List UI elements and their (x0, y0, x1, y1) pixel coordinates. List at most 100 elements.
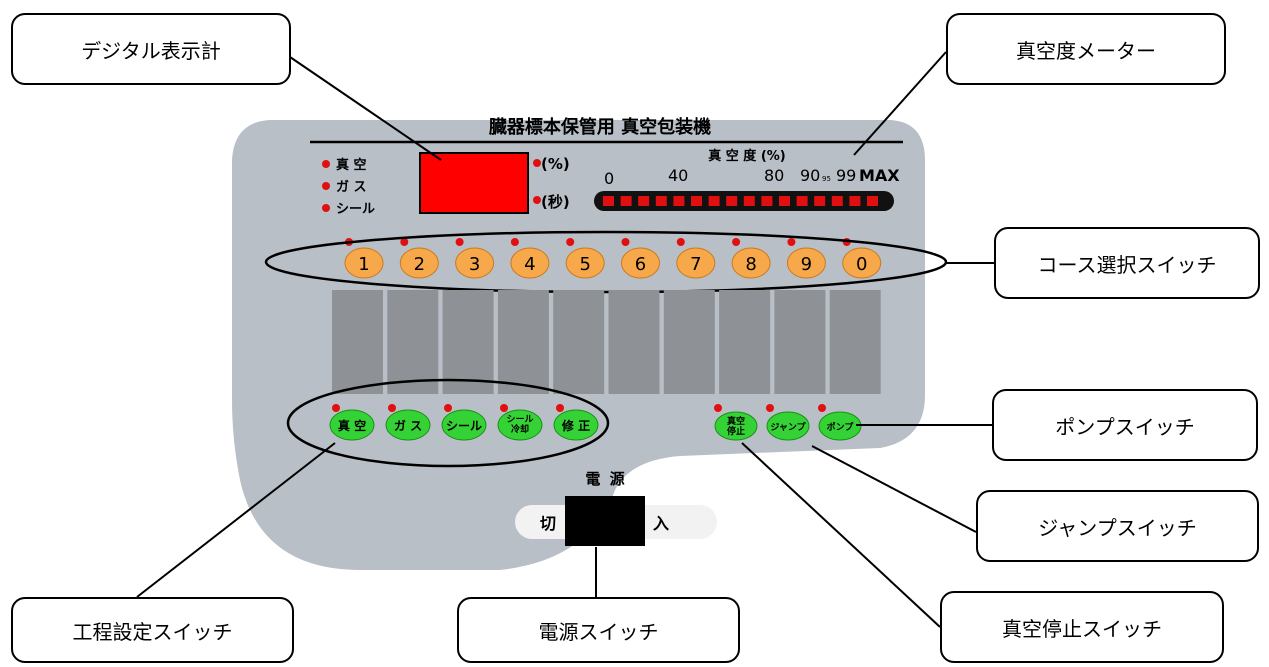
label-slot (829, 290, 881, 394)
course-button-4[interactable] (510, 247, 550, 279)
led (566, 238, 575, 246)
process-button-5[interactable] (553, 409, 599, 441)
led (510, 238, 519, 246)
led (322, 204, 330, 212)
led (533, 196, 541, 204)
course-button-6[interactable] (621, 247, 660, 279)
power-switch[interactable] (565, 496, 645, 546)
course-button-0[interactable] (842, 247, 882, 279)
label-slot (774, 290, 826, 394)
scale-tick-small: 95 (822, 175, 831, 183)
course-button-label: 6 (635, 254, 646, 275)
label-slot (663, 290, 715, 394)
course-button-8[interactable] (731, 247, 771, 279)
callout-digital-display: デジタル表示計 (11, 13, 291, 85)
led (533, 159, 541, 167)
course-button-3[interactable] (455, 247, 495, 279)
meter-segment (673, 196, 685, 206)
course-button-2[interactable] (399, 247, 439, 279)
label-slot (387, 290, 439, 394)
callout-process-switch: 工程設定スイッチ (11, 597, 294, 663)
process-button-label: 真 空 (338, 418, 366, 433)
process-button-3[interactable] (441, 409, 487, 441)
led (732, 238, 741, 246)
process-button-label: ガ ス (394, 418, 422, 433)
course-button-label: 5 (579, 254, 590, 275)
led (388, 404, 396, 412)
course-button-5[interactable] (565, 247, 605, 279)
power-title: 電 源 (585, 470, 626, 488)
right-button-1[interactable] (714, 411, 758, 441)
power-on-label: 入 (653, 514, 669, 533)
leader-line (741, 442, 941, 628)
mode-label-seal: シール (336, 202, 375, 217)
panel-title: 臓器標本保管用 真空包装機 (489, 116, 711, 138)
meter-segment (708, 196, 720, 206)
scale-tick: 0 (604, 169, 614, 188)
meter-segment (796, 196, 808, 206)
leader-line (853, 51, 947, 156)
power-off-label: 切 (540, 514, 556, 533)
process-button-4[interactable] (497, 409, 543, 441)
course-button-label: 8 (745, 254, 756, 275)
led (322, 182, 330, 190)
course-button-label: 1 (358, 254, 369, 275)
right-button-label: 停止 (727, 425, 745, 437)
digital-display (419, 152, 529, 214)
meter-segment (691, 196, 702, 206)
mode-indicators: 真 空 ガ ス シール (322, 157, 375, 217)
leader-line (289, 56, 442, 161)
mode-label-gas: ガ ス (336, 180, 367, 195)
meter-segment (655, 196, 667, 206)
process-button-1[interactable] (329, 409, 375, 441)
led (455, 238, 464, 246)
label-slots (332, 290, 881, 394)
course-button-label: 2 (414, 254, 425, 275)
led (676, 238, 685, 246)
callout-pump-switch: ポンプスイッチ (992, 389, 1258, 461)
callout-jump-switch: ジャンプスイッチ (976, 490, 1259, 562)
callout-vacuum-meter: 真空度メーター (946, 13, 1226, 85)
course-button-9[interactable] (786, 247, 826, 279)
right-button-label: ポンプ (827, 421, 855, 433)
label-slot (442, 290, 494, 394)
right-button-2[interactable] (766, 411, 810, 441)
course-button-7[interactable] (676, 247, 716, 279)
label-slot (608, 290, 660, 394)
leader-lines (136, 51, 994, 628)
process-button-label: シール (506, 414, 533, 425)
led (621, 238, 630, 246)
label-slot (553, 290, 605, 394)
scale-tick: 40 (668, 166, 688, 185)
label-slot (497, 290, 549, 394)
right-button-label: ジャンプ (770, 421, 806, 433)
led (787, 238, 796, 246)
vacuum-scale-title: 真 空 度 (%) (708, 148, 786, 164)
meter-segment (620, 196, 632, 206)
meter-segment (779, 196, 790, 206)
led (332, 404, 340, 412)
meter-segment (849, 196, 861, 206)
scale-tick: 90 (800, 166, 820, 185)
course-button-label: 4 (524, 254, 535, 275)
process-button-label: 冷却 (511, 423, 529, 435)
scale-tick: MAX (859, 166, 900, 185)
led (500, 404, 508, 412)
leader-line (811, 445, 977, 533)
process-button-2[interactable] (385, 409, 431, 441)
meter-segment (831, 196, 843, 206)
mode-label-vacuum: 真 空 (336, 157, 367, 173)
callout-course-switch: コース選択スイッチ (994, 227, 1260, 299)
meter-segment (761, 196, 773, 206)
process-button-label: シール (446, 419, 482, 433)
meter-segment (638, 196, 650, 206)
led (766, 404, 774, 412)
course-button-1[interactable] (344, 247, 384, 279)
meter-segment (814, 196, 826, 206)
meter-segment (603, 196, 614, 206)
course-button-label: 3 (469, 254, 480, 275)
process-switch-highlight (286, 378, 610, 468)
right-button-row: 真空停止ジャンプポンプ (714, 404, 862, 441)
meter-segment (743, 196, 755, 206)
